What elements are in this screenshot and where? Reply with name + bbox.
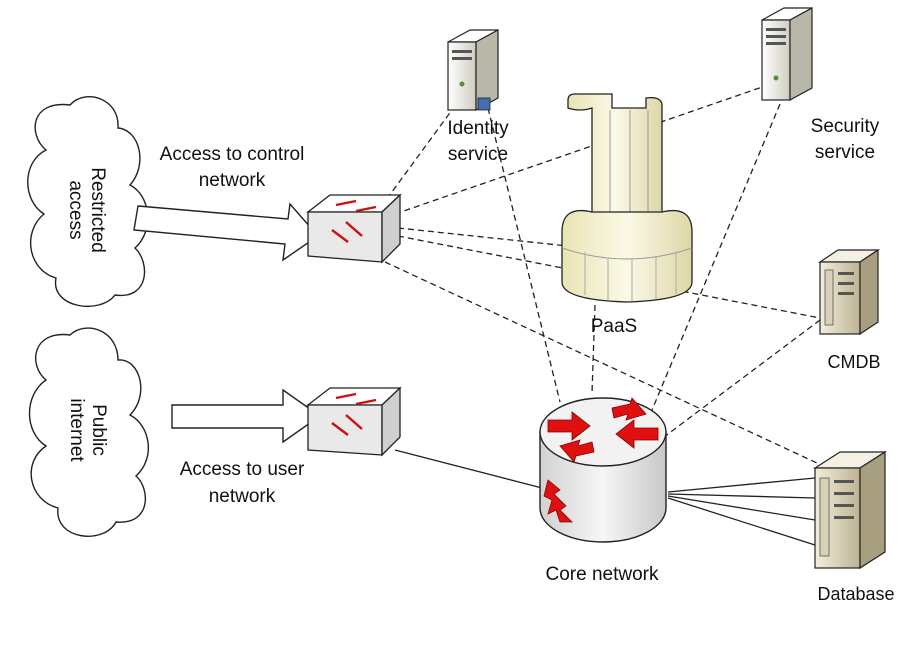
link-control-switch-paas <box>397 227 569 247</box>
restricted-access-cloud: Restricted access <box>27 96 149 307</box>
user-network-label-line2: network <box>209 486 276 507</box>
identity-service-label-line2: service <box>448 144 508 165</box>
link-control-switch-database <box>384 261 833 471</box>
database-label: Database <box>817 584 894 604</box>
identity-service-label-line1: Identity <box>447 118 509 139</box>
link-core-database-2 <box>667 493 816 499</box>
user-switch-icon <box>306 386 402 457</box>
link-core-database-1 <box>667 477 816 493</box>
security-server-icon <box>761 6 813 102</box>
control-network-label-line2: network <box>199 170 266 191</box>
link-security-core <box>651 103 781 411</box>
control-network-label-line1: Access to control <box>160 144 305 165</box>
link-cmdb-core <box>659 319 821 441</box>
public-label-line2: internet <box>66 398 87 462</box>
identity-server-icon <box>447 28 499 112</box>
database-cabinet-icon <box>812 450 888 570</box>
security-service-label-line1: Security <box>811 116 880 137</box>
link-identity-core <box>487 107 561 403</box>
link-paas-core <box>591 304 596 394</box>
public-label-line1: Public <box>88 404 109 456</box>
user-access-arrow <box>171 388 322 444</box>
link-core-database-4 <box>667 497 816 546</box>
public-internet-cloud: Public internet <box>28 327 149 537</box>
core-network-label: Core network <box>546 564 659 585</box>
link-user-switch-core <box>394 449 543 489</box>
restricted-label-line2: access <box>65 180 86 239</box>
cmdb-cabinet-icon <box>818 248 880 336</box>
core-router-icon <box>539 397 667 543</box>
restricted-label-line1: Restricted <box>87 167 108 253</box>
security-service-label-line2: service <box>815 142 875 163</box>
cmdb-label: CMDB <box>828 352 881 372</box>
paas-label: PaaS <box>591 316 637 337</box>
link-control-switch-security <box>394 84 769 215</box>
paas-tower-icon <box>561 93 693 303</box>
link-core-database-3 <box>667 495 816 521</box>
user-network-label-line1: Access to user <box>180 459 305 480</box>
control-switch-icon <box>306 193 402 264</box>
control-access-arrow <box>133 202 320 262</box>
